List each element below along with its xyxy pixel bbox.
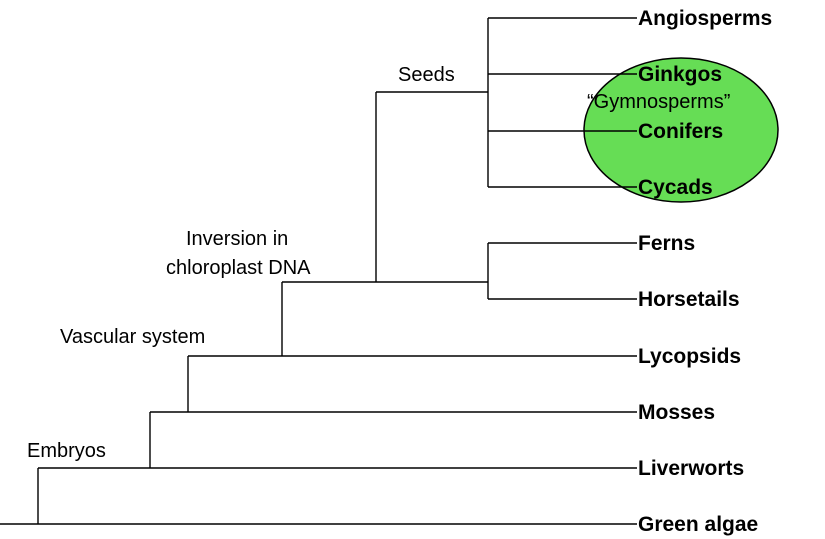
trait-labels: Seeds Inversion in chloroplast DNA Vascu… [27,64,455,462]
taxon-mosses: Mosses [638,401,715,424]
taxon-ferns: Ferns [638,232,695,255]
taxon-angiosperms: Angiosperms [638,7,772,30]
trait-embryos: Embryos [27,440,106,462]
gymnosperms-ellipse [583,57,779,203]
branches [0,17,637,525]
taxon-liverworts: Liverworts [638,457,744,480]
taxon-horsetails: Horsetails [638,288,740,311]
taxon-conifers: Conifers [638,120,723,143]
taxon-ginkgos: Ginkgos [638,63,722,86]
trait-vascular-system: Vascular system [60,326,205,348]
taxon-labels: Angiosperms Ginkgos Conifers Cycads Fern… [638,7,772,536]
gymnosperms-label: “Gymnosperms” [587,91,730,113]
trait-seeds: Seeds [398,64,455,86]
taxon-lycopsids: Lycopsids [638,345,741,368]
trait-inversion-line2: chloroplast DNA [166,257,311,279]
taxon-cycads: Cycads [638,176,713,199]
taxon-green-algae: Green algae [638,513,758,536]
trait-inversion-line1: Inversion in [186,228,288,250]
